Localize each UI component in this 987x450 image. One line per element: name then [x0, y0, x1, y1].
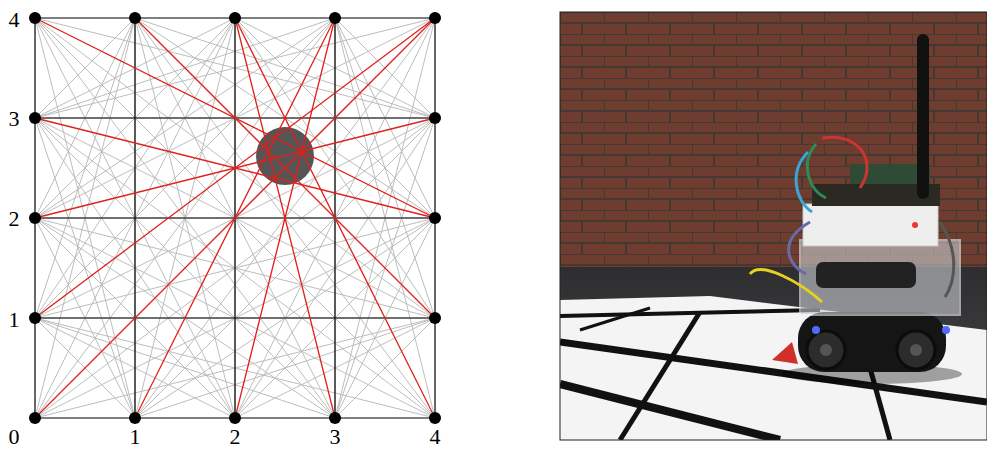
axis-label: 3 [330, 426, 341, 448]
grid-point [429, 12, 441, 24]
grid-line [35, 317, 435, 318]
axis-label: 1 [9, 309, 20, 331]
red-line [235, 18, 435, 418]
gray-line [35, 18, 435, 418]
grid-point [329, 412, 341, 424]
gray-line [335, 18, 435, 318]
red-line [135, 18, 335, 418]
red-line [135, 18, 435, 318]
red-line [235, 18, 335, 418]
axis-label: 2 [9, 208, 20, 230]
gray-line [135, 118, 435, 418]
grid-point [29, 312, 41, 324]
axis-label: 2 [230, 426, 241, 448]
grid-point [229, 12, 241, 24]
grid-point [29, 12, 41, 24]
grid-point [129, 412, 141, 424]
axis-label: 0 [9, 426, 20, 448]
axis-label: 4 [9, 9, 20, 31]
red-line [35, 118, 435, 218]
grid-point [129, 12, 141, 24]
robot-photo [560, 12, 987, 440]
red-line [35, 118, 435, 218]
grid-point [429, 112, 441, 124]
red-line [35, 18, 435, 418]
grid-point [229, 412, 241, 424]
grid-point [29, 112, 41, 124]
gray-line [35, 118, 135, 418]
grid-point [429, 312, 441, 324]
grid-point [329, 12, 341, 24]
gray-line [35, 318, 435, 319]
red-line [235, 18, 335, 418]
grid-point [29, 412, 41, 424]
line-grid [29, 12, 441, 424]
grid-point [29, 212, 41, 224]
grid-point [429, 412, 441, 424]
red-line [35, 18, 435, 318]
axis-label: 1 [130, 426, 141, 448]
axis-label: 3 [9, 108, 20, 130]
axis-label: 4 [430, 426, 441, 448]
grid-point [429, 212, 441, 224]
gray-line [335, 318, 435, 418]
